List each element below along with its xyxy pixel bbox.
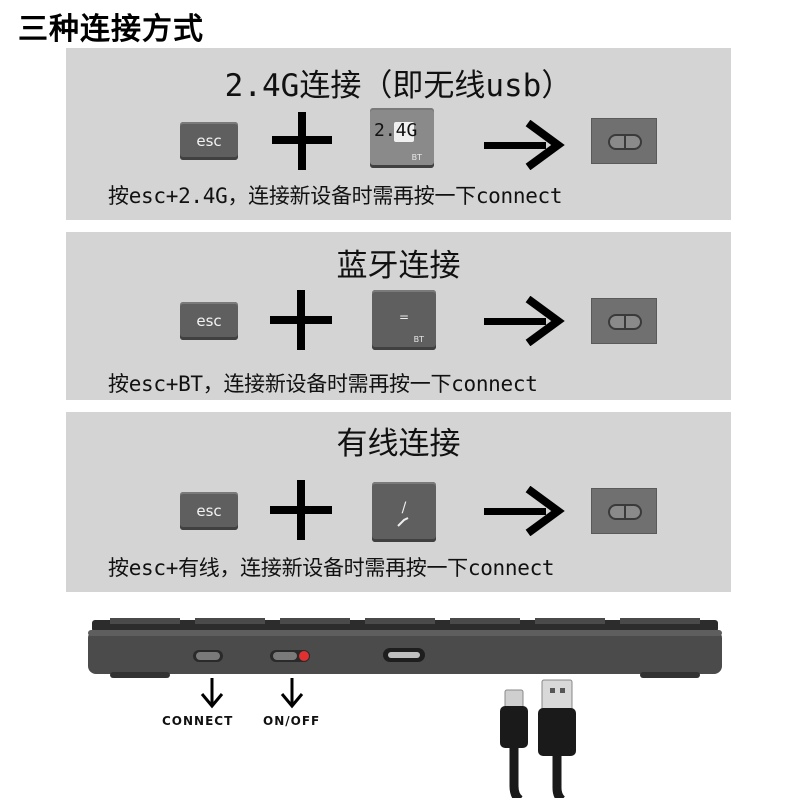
panel-title: 有线连接 bbox=[336, 426, 461, 462]
down-arrow-icon bbox=[200, 678, 224, 709]
esc-key: esc bbox=[180, 492, 238, 530]
mode-key-label: 2.4G bbox=[374, 120, 418, 141]
key-caps bbox=[110, 618, 700, 624]
panel-24g: 2.4G连接（即无线usb） esc 2.4G BT 按esc+2.4G，连接新… bbox=[66, 48, 731, 220]
mode-key-bt: = BT bbox=[372, 290, 436, 350]
connect-label: CONNECT bbox=[162, 714, 234, 728]
usb-cable-icon bbox=[500, 679, 576, 798]
esc-key: esc bbox=[180, 302, 238, 340]
mode-key-label: / bbox=[401, 500, 407, 516]
panel-caption: 按esc+2.4G，连接新设备时需再按一下connect bbox=[108, 184, 563, 208]
mode-key-24g: 2.4G BT bbox=[370, 108, 434, 168]
panel-bluetooth: 蓝牙连接 esc = BT 按esc+BT，连接新设备时需再按一下connect bbox=[66, 232, 731, 400]
mode-key-wired: / bbox=[372, 482, 436, 542]
mode-key-sub: BT bbox=[413, 335, 424, 344]
down-arrow-icon bbox=[280, 678, 304, 709]
connect-button-icon bbox=[193, 650, 223, 662]
connect-switch-icon bbox=[591, 488, 657, 534]
connect-switch-icon bbox=[591, 118, 657, 164]
esc-key: esc bbox=[180, 122, 238, 160]
panel-title: 蓝牙连接 bbox=[336, 248, 461, 284]
cable-icon bbox=[397, 517, 409, 527]
power-switch-icon bbox=[270, 650, 310, 662]
keyboard-side-illustration bbox=[88, 618, 722, 678]
panel-caption: 按esc+BT，连接新设备时需再按一下connect bbox=[108, 372, 538, 396]
connect-switch-icon bbox=[591, 298, 657, 344]
key-face-icon bbox=[394, 122, 414, 142]
panel-title: 2.4G连接（即无线usb） bbox=[224, 68, 573, 104]
usb-c-port-icon bbox=[383, 648, 425, 662]
mode-key-sub: BT bbox=[411, 153, 422, 162]
panel-wired: 有线连接 esc / 按esc+有线，连接新设备时需再按一下connect bbox=[66, 412, 731, 592]
esc-key-label: esc bbox=[196, 132, 222, 150]
panel-caption: 按esc+有线，连接新设备时需再按一下connect bbox=[108, 556, 555, 580]
mode-key-label: = bbox=[398, 310, 410, 324]
esc-key-label: esc bbox=[196, 502, 222, 520]
page-title: 三种连接方式 bbox=[18, 12, 204, 47]
onoff-label: ON/OFF bbox=[263, 714, 321, 728]
esc-key-label: esc bbox=[196, 312, 222, 330]
